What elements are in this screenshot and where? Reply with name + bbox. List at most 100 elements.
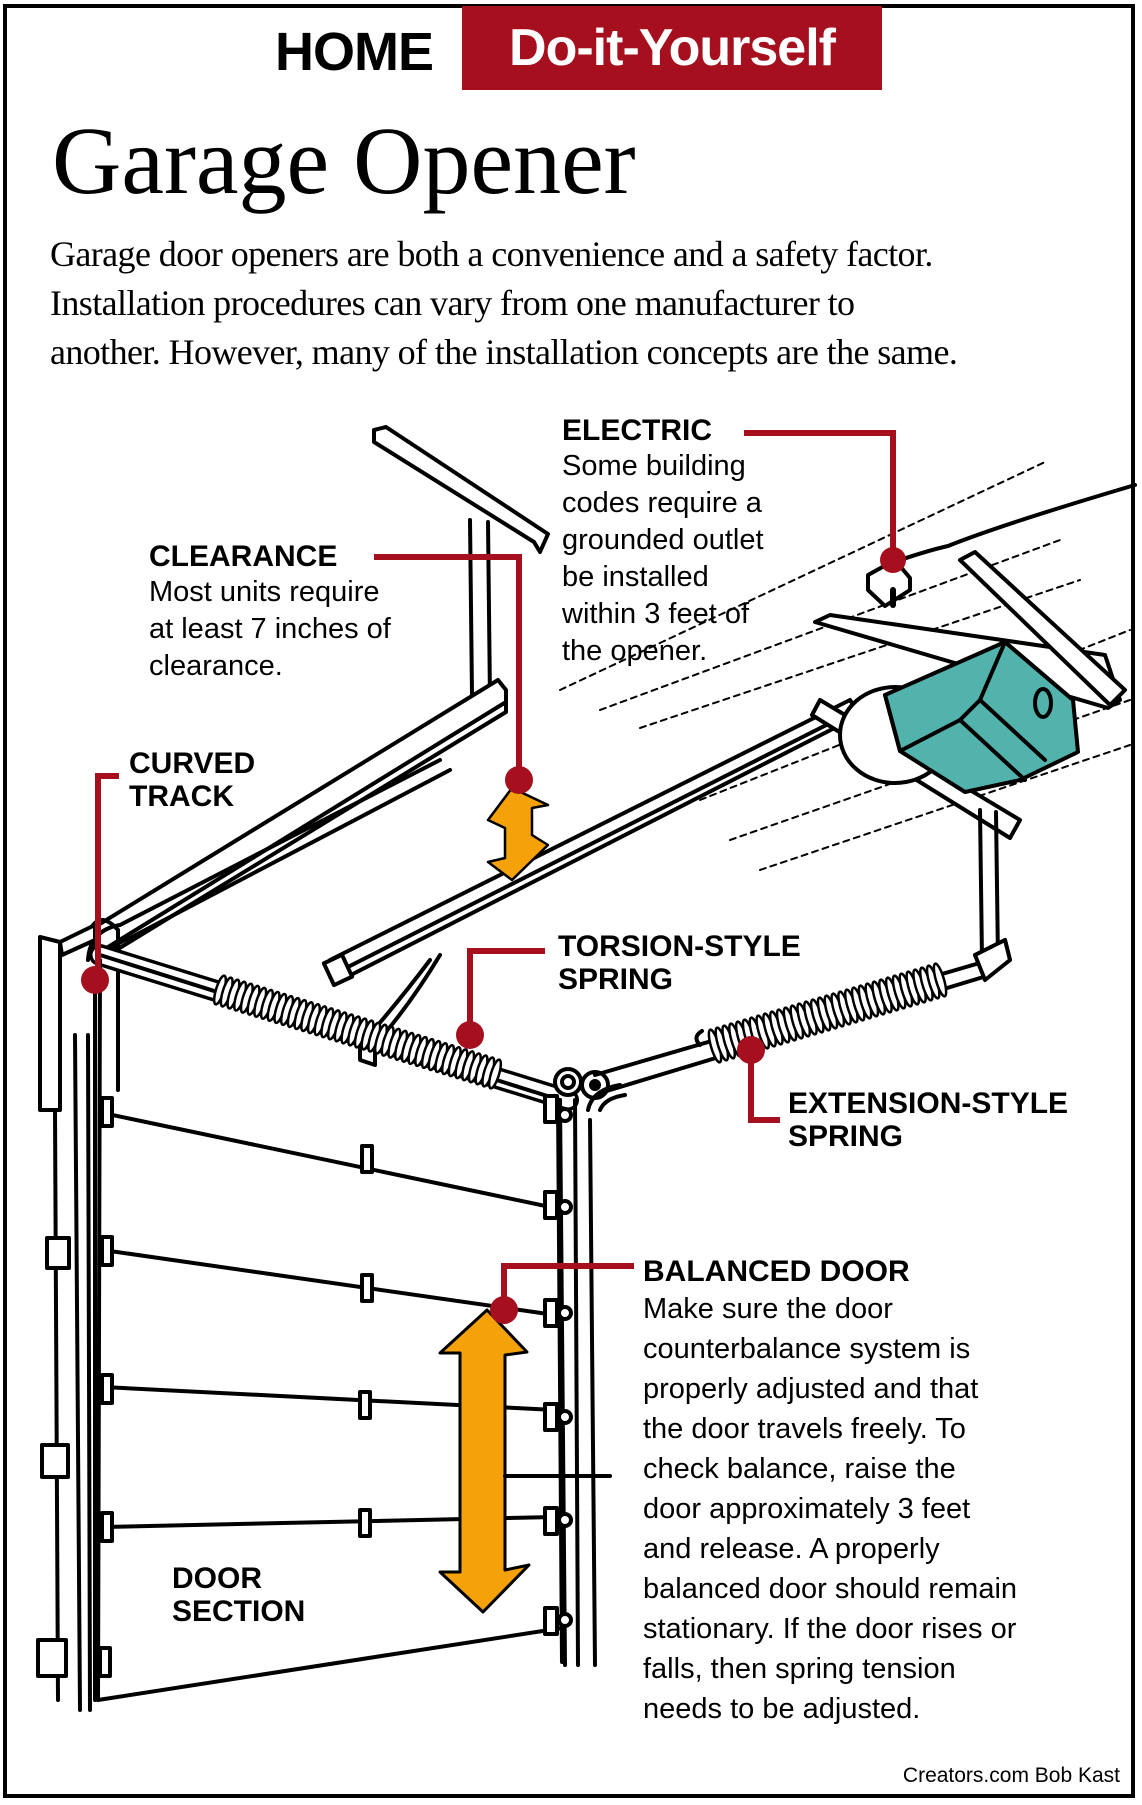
roller [557, 1512, 573, 1528]
label-line: SPRING [788, 1120, 904, 1153]
callout-dots [81, 547, 906, 1324]
roller-bracket [543, 1298, 559, 1328]
callout-body: Some building codes require a grounded o… [562, 448, 764, 670]
callout-line: Most units require [149, 576, 380, 608]
label-line: TRACK [129, 780, 234, 813]
hinge [360, 1144, 374, 1174]
callout-electric: ELECTRIC Some building codes require a g… [562, 414, 764, 670]
intro-line: another. However, many of the installati… [50, 332, 958, 372]
balanced-door-dot [490, 1296, 518, 1324]
jamb-bracket [36, 1638, 68, 1678]
roller [557, 1199, 573, 1215]
hinge [100, 1235, 114, 1267]
callout-balanced-door: BALANCED DOOR Make sure the door counter… [643, 1255, 1017, 1729]
torsion-spring-leader [467, 948, 545, 1035]
label-line: EXTENSION-STYLE [788, 1087, 1069, 1120]
callout-line: properly adjusted and that [643, 1373, 979, 1405]
label-extension-spring: EXTENSION-STYLE SPRING [788, 1087, 1068, 1153]
label-door-section: DOOR SECTION [172, 1562, 305, 1628]
hinge [100, 1511, 114, 1543]
callout-line: balanced door should remain [643, 1573, 1018, 1605]
roller [557, 1612, 573, 1628]
clearance-arrow-icon [486, 786, 550, 882]
page-title: Garage Opener [52, 107, 636, 214]
electric-dot [880, 547, 906, 573]
dashed-line [759, 744, 1131, 871]
callout-line: door approximately 3 feet [643, 1493, 971, 1525]
left-door-jamb [36, 923, 97, 1702]
callout-line: counterbalance system is [643, 1333, 971, 1365]
hanger-bracket-upper [372, 425, 550, 702]
panel-seam [101, 1248, 557, 1317]
extension-spring-coil [707, 962, 948, 1064]
callout-line: Make sure the door [643, 1293, 893, 1325]
intro-paragraph: Garage door openers are both a convenien… [50, 230, 1120, 377]
right-vertical-track [558, 1083, 627, 1667]
callout-line: at least 7 inches of [149, 613, 391, 645]
label-line: TORSION-STYLE [558, 930, 801, 963]
callout-line: check balance, raise the [643, 1453, 956, 1485]
callout-line: Some building [562, 450, 746, 482]
hinge [98, 1646, 112, 1678]
hinge [100, 1096, 114, 1128]
callout-line: falls, then spring tension [643, 1653, 956, 1685]
callout-body: Most units require at least 7 inches of … [149, 574, 391, 685]
curved-track-leader [95, 773, 119, 980]
intro-line: Installation procedures can vary from on… [50, 283, 855, 323]
extension-spring-leader [748, 1050, 780, 1123]
extension-spring-dot [737, 1036, 765, 1064]
hinge [100, 1373, 114, 1405]
jamb-bracket [45, 1236, 71, 1270]
callout-line: grounded outlet [562, 524, 764, 556]
callout-heading: ELECTRIC [562, 414, 712, 447]
hinge [358, 1508, 372, 1538]
hinge [358, 1390, 372, 1420]
callout-leaders [95, 430, 896, 1305]
torsion-spring-dot [456, 1021, 484, 1049]
door-bottom-edge [96, 1626, 564, 1702]
callout-heading: CLEARANCE [149, 540, 338, 573]
label-line: CURVED [129, 747, 256, 780]
label-line: SECTION [172, 1595, 306, 1628]
dashed-line [559, 461, 1046, 691]
label-line: SPRING [558, 963, 674, 996]
electric-leader [744, 430, 896, 557]
intro-line: Garage door openers are both a convenien… [50, 234, 933, 274]
opener-motor-unit [838, 640, 1080, 794]
roller [557, 1107, 573, 1123]
roller-bracket [543, 1094, 559, 1124]
clearance-dot [505, 766, 533, 794]
roller-bracket [543, 1506, 559, 1536]
credit-line: Creators.com Bob Kast [902, 1764, 1120, 1787]
label-torsion-spring: TORSION-STYLE SPRING [558, 930, 801, 996]
jamb-bracket [40, 1443, 70, 1479]
door-left-edge [96, 958, 102, 1702]
curved-track-dot [81, 966, 109, 994]
label-line: DOOR [172, 1562, 262, 1595]
balanced-door-leader [501, 1263, 634, 1305]
callout-line: clearance. [149, 650, 283, 682]
roller-bracket [543, 1606, 559, 1636]
balanced-door-arrow-icon [438, 1308, 531, 1614]
panel-seam [101, 1111, 557, 1210]
spring-coil-loop [487, 1058, 503, 1090]
spring-coil-loop [932, 962, 948, 998]
section-badge: Do-it-Yourself [462, 6, 882, 90]
roller [557, 1305, 573, 1321]
power-cord [898, 483, 1137, 562]
roller [557, 1409, 573, 1425]
hinge [360, 1273, 374, 1303]
callout-clearance: CLEARANCE Most units require at least 7 … [149, 540, 391, 685]
roller-bracket [543, 1402, 559, 1432]
callout-line: needs to be adjusted. [643, 1693, 921, 1725]
roller-bracket [543, 1190, 559, 1220]
section-label: HOME [275, 22, 434, 82]
callout-line: codes require a [562, 487, 762, 519]
callout-line: the opener. [562, 635, 708, 667]
callout-line: be installed [562, 561, 709, 593]
callout-line: and release. A properly [643, 1533, 940, 1565]
label-curved-track: CURVED TRACK [129, 747, 255, 813]
callout-line: the door travels freely. To [643, 1413, 966, 1445]
torsion-spring-coil [212, 974, 503, 1090]
clearance-leader [374, 554, 522, 778]
